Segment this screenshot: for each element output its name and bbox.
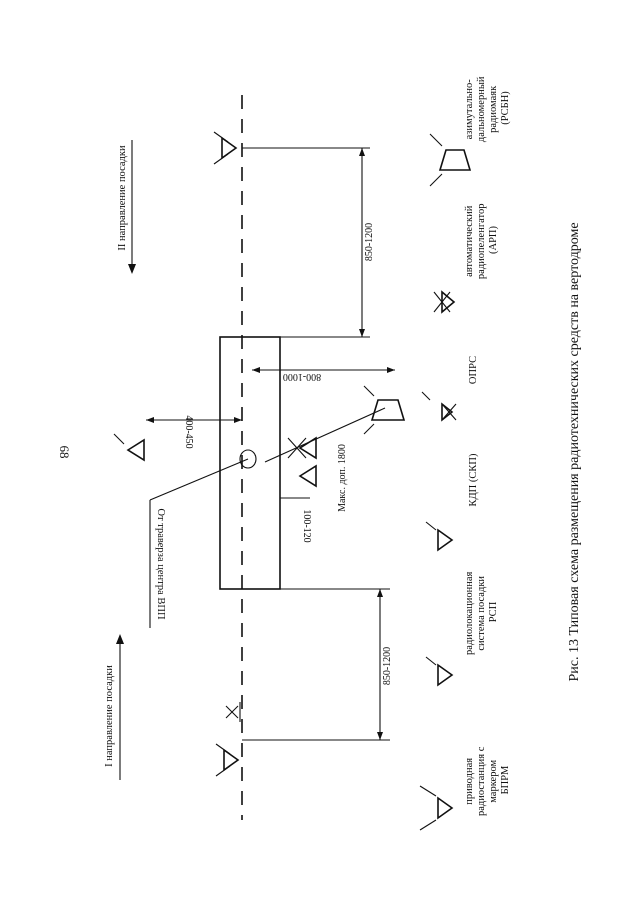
legend-bprm-label: приводная радиостанция с маркером БПРМ <box>464 744 511 816</box>
max-1800-line <box>264 407 386 463</box>
marker-symbol-on-plan <box>225 702 241 722</box>
rsp-symbol-on-plan <box>298 464 317 488</box>
direction-2-label: II направление посадки <box>117 145 128 251</box>
legend-oprs-symbol <box>421 391 457 422</box>
dim-arrow-d <box>377 732 383 740</box>
direction-2-arrowhead <box>128 264 136 274</box>
center-label: От траверза центра ВПП <box>155 508 166 620</box>
dim-arrow-e <box>146 417 154 423</box>
legend-bprm-symbol <box>419 785 454 831</box>
legend-arp-label: автоматический радиопеленгатор (АРП) <box>464 201 499 279</box>
legend-kdp-label: КДП (СКП) <box>468 453 479 506</box>
max-1800-label: Макс. доп. 1800 <box>337 444 348 512</box>
dim-arrow-h <box>387 367 395 373</box>
runway-rectangle <box>219 336 281 590</box>
legend-arp-symbol <box>433 290 456 314</box>
bprm-symbol-on-plan <box>215 743 240 777</box>
legend-rsbn-symbol <box>429 133 472 187</box>
dim-label-850-1200-left: 850-1200 <box>382 647 393 685</box>
dim-label-800-1000: 800-1000 <box>283 371 321 382</box>
dim-arrow-b <box>359 329 365 337</box>
legend-rsbn-label: азимутально- дальномерный радиомаяк (РСБ… <box>464 74 511 142</box>
legend-rsp-label: радиолокационная система посадки РСП <box>464 569 499 655</box>
dim-label-100-120: 100-120 <box>301 509 312 542</box>
arp-symbol-on-plan <box>287 436 317 460</box>
runway-center-mark <box>239 449 257 469</box>
figure-caption: Рис. 13 Типовая схема размещения радиоте… <box>567 222 582 681</box>
kdp-symbol-on-plan <box>113 433 145 462</box>
direction-1-arrowhead <box>116 634 124 644</box>
legend-kdp-symbol <box>425 521 454 552</box>
legend-oprs-label: ОПРС <box>468 356 479 384</box>
dim-arrow-a <box>359 148 365 156</box>
center-leader-line <box>149 458 249 501</box>
rsbn-station-symbol <box>213 131 238 165</box>
direction-1-label: I направление посадки <box>104 665 115 767</box>
dim-arrow-g <box>252 367 260 373</box>
dim-label-850-1200-right: 850-1200 <box>364 223 375 261</box>
dim-label-400-450: 400-450 <box>183 415 194 448</box>
page-number: 68 <box>57 446 72 459</box>
dim-arrow-c <box>377 589 383 597</box>
legend-rsp-symbol <box>425 656 454 687</box>
dim-arrow-f <box>234 417 242 423</box>
oprs-symbol-on-plan <box>363 385 406 435</box>
